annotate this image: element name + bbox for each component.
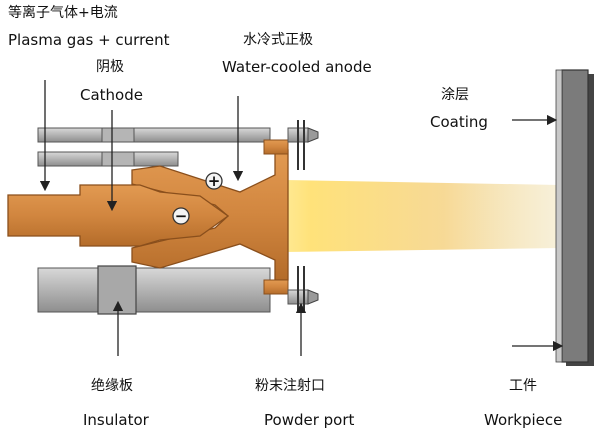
anode-plus-symbol: + [208,172,221,190]
cathode-minus-symbol: − [175,207,188,225]
insulator-block [97,265,137,315]
upper-connector-2 [101,151,135,167]
powder-port-bottom-nozzle [307,289,319,305]
workpiece-plate [561,69,589,363]
cathode-body [7,184,230,247]
insulator-label-en: Insulator [83,411,149,429]
powder-port-label-en: Powder port [264,411,355,429]
insulator-label-cn: 绝缘板 [91,378,133,394]
plasma-jet [228,180,560,252]
anode-collar-bottom [263,279,289,295]
cathode-minus-circle [172,207,190,225]
anode-label-cn: 水冷式正极 [243,32,313,48]
coating-label-en: Coating [430,113,488,131]
upper-connector [101,127,135,143]
coating-layer [555,69,563,363]
plasma-gas-label-en: Plasma gas + current [8,31,170,49]
anode-collar-top [263,139,289,155]
coating-label-cn: 涂层 [441,87,469,103]
plasma-gas-label-cn: 等离子气体+电流 [8,5,118,21]
powder-port-top-nozzle [307,127,319,143]
cathode-label-cn: 阴极 [96,59,124,75]
cathode-label-en: Cathode [80,86,143,104]
powder-port-label-cn: 粉末注射口 [255,378,325,394]
upper-housing-bar-1 [37,127,271,143]
anode-label-en: Water-cooled anode [222,58,372,76]
lower-housing-bar [37,267,271,313]
workpiece-label-cn: 工件 [509,378,537,394]
workpiece-label-en: Workpiece [484,411,563,429]
anode-plus-circle [205,172,223,190]
